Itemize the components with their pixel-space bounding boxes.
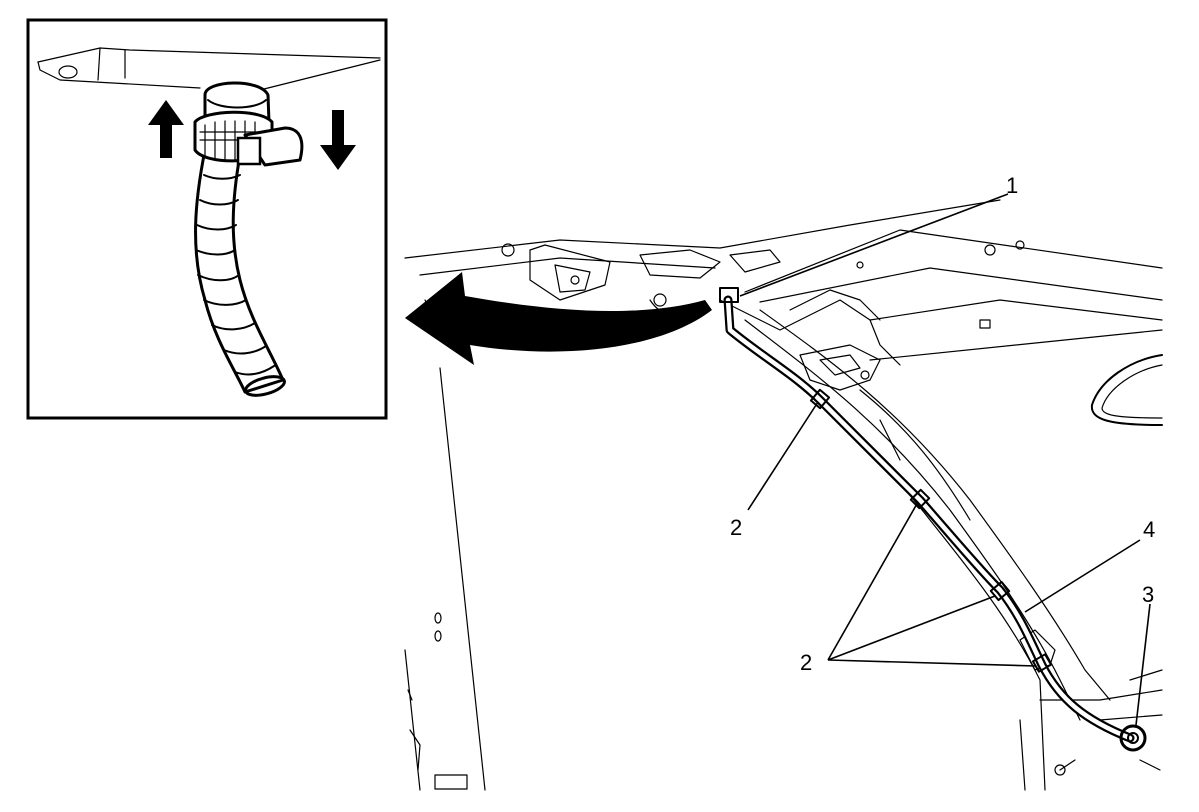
- callout-2-lower: 2: [800, 650, 812, 675]
- callout-1: 1: [1006, 173, 1018, 198]
- drain-hose: [719, 287, 1147, 752]
- zoom-detail-icon: [26, 18, 388, 420]
- leader-lines: [739, 193, 1151, 726]
- arrow-down-icon: [320, 110, 356, 170]
- arrow-up-icon: [148, 100, 184, 158]
- hose-clip: [809, 388, 831, 410]
- hose-clip: [909, 488, 931, 510]
- callout-3: 3: [1142, 582, 1154, 607]
- curved-arrow-icon: [405, 272, 712, 365]
- callout-2-upper: 2: [730, 515, 742, 540]
- callout-4: 4: [1143, 517, 1155, 542]
- vehicle-body-structure: [404, 199, 1163, 791]
- drain-grommet: [1119, 724, 1147, 752]
